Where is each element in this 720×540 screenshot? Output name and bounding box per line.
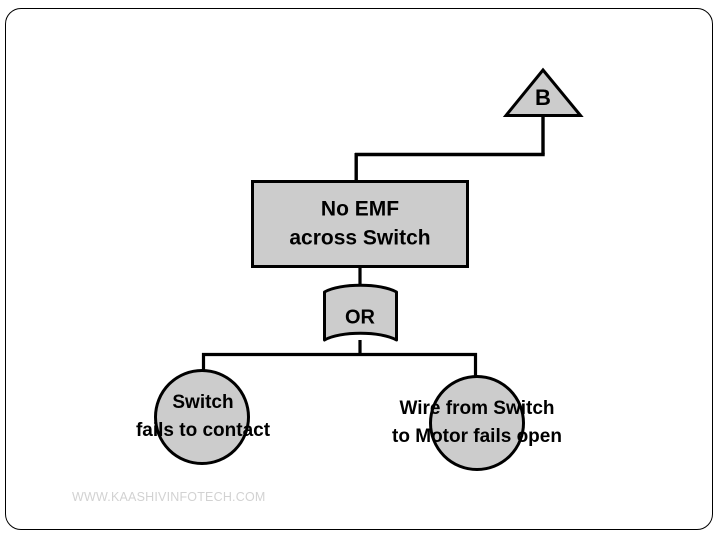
or-gate-shape	[323, 283, 398, 342]
basic-event-switch[interactable]: Switch fails to contact	[136, 369, 271, 465]
watermark-text: WWW.KAASHIVINFOTECH.COM	[72, 490, 266, 504]
basic-event-wire-line-1: Wire from Switch	[399, 398, 554, 419]
triangle-icon	[502, 67, 584, 117]
intermediate-event-box[interactable]: No EMF across Switch	[251, 180, 469, 268]
basic-event-switch-line-2: fails to contact	[136, 420, 271, 441]
transfer-gate-b[interactable]: B	[502, 67, 584, 117]
basic-event-wire-line-2: to Motor fails open	[392, 426, 562, 447]
or-gate-label: OR	[345, 306, 376, 328]
intermediate-event-line-1: No EMF	[321, 198, 399, 221]
transfer-gate-b-label: B	[535, 85, 551, 110]
basic-event-wire[interactable]: Wire from Switch to Motor fails open	[392, 375, 562, 471]
intermediate-event-line-2: across Switch	[289, 227, 430, 250]
circle-shape	[429, 375, 525, 471]
circle-shape	[154, 369, 250, 465]
rectangle-shape	[251, 180, 469, 268]
or-gate[interactable]: OR	[323, 283, 398, 342]
basic-event-switch-line-1: Switch	[172, 392, 233, 413]
